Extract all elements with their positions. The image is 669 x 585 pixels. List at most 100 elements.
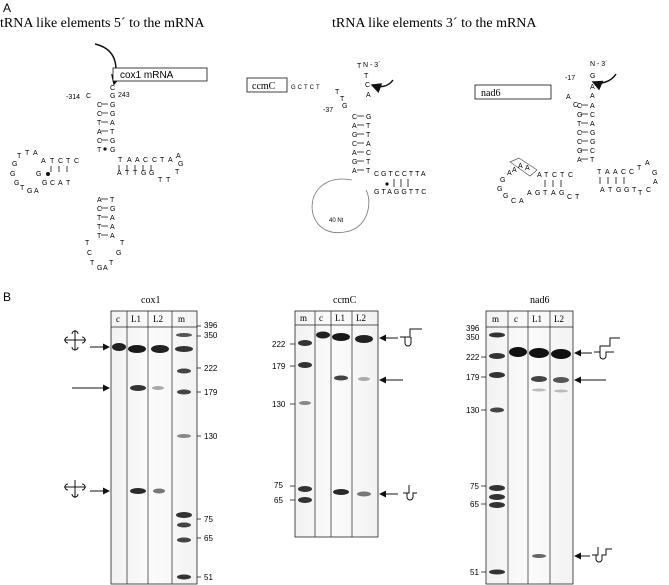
svg-text:G: G (178, 161, 183, 168)
svg-text:T: T (357, 63, 362, 70)
nad6-end-label: N - 3´ (590, 61, 608, 68)
svg-text:C: C (568, 172, 573, 179)
svg-text:T: T (90, 260, 95, 267)
svg-text:C: C (366, 150, 371, 157)
gel-nad6-marker-130: 130 (466, 406, 480, 415)
svg-text:C: C (50, 180, 55, 187)
svg-text:C: C (590, 148, 595, 155)
svg-text:A: A (352, 123, 357, 130)
svg-text:A: A (34, 188, 39, 195)
gel-cox1-marker-396: 396 (204, 321, 218, 330)
gel-cox1-lane-4: m (178, 314, 185, 324)
svg-text:T: T (175, 169, 180, 176)
svg-text:T: T (638, 190, 643, 197)
svg-text:G: G (110, 138, 115, 145)
svg-text:A: A (352, 150, 357, 157)
svg-text:G: G (36, 171, 41, 178)
cox1-trna-icon (64, 330, 86, 498)
svg-text:T: T (160, 157, 165, 164)
svg-text:A: A (97, 129, 102, 136)
gel-nad6-lane-4: L2 (554, 314, 564, 324)
svg-text:A: A (97, 197, 102, 204)
svg-text:A: A (135, 157, 140, 164)
svg-text:A: A (58, 180, 63, 187)
svg-text:T: T (366, 168, 371, 175)
svg-text:T: T (97, 215, 102, 222)
svg-text:A: A (537, 172, 542, 179)
svg-text:T: T (608, 187, 613, 194)
gel-nad6-lane-1: m (492, 314, 499, 324)
gel-cox1-marker-179: 179 (204, 388, 218, 397)
svg-text:A: A (613, 169, 618, 176)
gel-nad6-marker-51: 51 (470, 568, 479, 577)
svg-text:C: C (567, 194, 572, 201)
svg-text:A: A (527, 190, 532, 197)
svg-text:T: T (543, 190, 548, 197)
svg-text:C: C (577, 130, 582, 137)
svg-text:A: A (518, 163, 523, 170)
gel-ccmC-lane-1: m (300, 313, 307, 323)
svg-text:A: A (566, 94, 571, 101)
gel-ccmC-marker-179: 179 (272, 362, 286, 371)
svg-text:A: A (168, 157, 173, 164)
ccmC-arm-top: CGTCCTTA (374, 171, 428, 178)
nad6-box (474, 84, 552, 100)
svg-text:C: C (577, 139, 582, 146)
svg-text:A: A (551, 190, 556, 197)
svg-text:T: T (632, 187, 637, 194)
ccmC-pos: -37 (323, 107, 333, 114)
gel-cox1: cox1 c L1 L2 m 396 350 222 179 130 75 (64, 295, 218, 585)
svg-text:A: A (110, 120, 115, 127)
svg-text:G: G (10, 171, 15, 178)
svg-text:G: G (624, 187, 629, 194)
gel-cox1-title: cox1 (141, 295, 160, 306)
svg-text:A: A (590, 84, 595, 91)
svg-text:C: C (629, 169, 634, 176)
gel-ccmC: ccmC m c L1 L2 222 179 130 75 65 (272, 295, 422, 538)
svg-text:T: T (97, 120, 102, 127)
svg-text:T: T (110, 129, 115, 136)
svg-text:G: G (559, 190, 564, 197)
gel-nad6-marker-396: 396 (466, 324, 480, 333)
ccmC-trna-icon (400, 328, 422, 501)
svg-text:C: C (87, 250, 92, 257)
svg-text:T: T (118, 157, 123, 164)
svg-text:G: G (366, 114, 371, 121)
svg-text:C: C (97, 111, 102, 118)
svg-text:C: C (352, 114, 357, 121)
ccmC-fivep: GCTCT (291, 85, 322, 91)
ccmC-loop (311, 178, 370, 233)
gel-nad6-marker-75: 75 (470, 482, 479, 491)
ccmC-box (246, 77, 288, 93)
svg-text:G: G (110, 147, 115, 154)
svg-text:G: G (110, 102, 115, 109)
cox1-pos-left: -314 (66, 94, 80, 101)
svg-text:C: C (365, 82, 370, 89)
svg-text:G: G (342, 103, 347, 110)
svg-text:A: A (366, 141, 371, 148)
gel-ccmC-marker-75: 75 (274, 481, 283, 490)
gel-cox1-marker-65: 65 (204, 534, 213, 543)
svg-text:G: G (352, 132, 357, 139)
svg-text:A: A (110, 215, 115, 222)
gel-cox1-marker-51: 51 (204, 573, 213, 582)
ccmC-loop-label: 40 Nt (329, 218, 344, 224)
svg-text:T: T (597, 169, 602, 176)
svg-text:C: C (97, 102, 102, 109)
svg-text:A: A (352, 168, 357, 175)
svg-text:T: T (125, 170, 130, 177)
svg-text:T: T (544, 172, 549, 179)
svg-text:C: C (646, 187, 651, 194)
svg-text:C: C (74, 158, 79, 165)
svg-text:T: T (590, 157, 595, 164)
svg-text:G: G (14, 180, 19, 187)
svg-text:G: G (590, 130, 595, 137)
gel-ccmC-marker-65: 65 (274, 496, 283, 505)
svg-text:G: G (590, 139, 595, 146)
svg-text:G: G (497, 186, 502, 193)
svg-text:A: A (110, 233, 115, 240)
nad6-box-label: nad6 (481, 88, 500, 99)
svg-text:G: G (97, 265, 102, 272)
